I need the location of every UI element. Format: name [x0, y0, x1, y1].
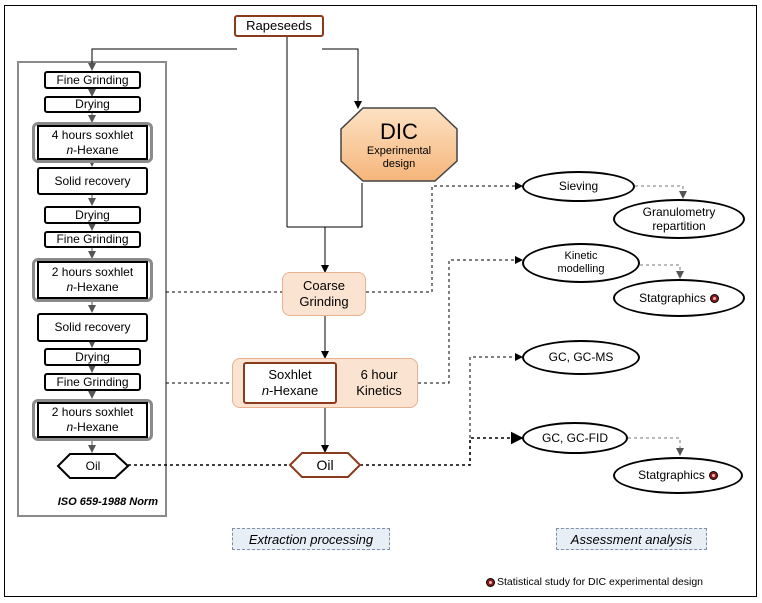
kinetics-line-2: Kinetics — [356, 383, 402, 398]
statgraphics-label-2: Statgraphics — [638, 468, 705, 483]
statistical-marker-icon — [709, 293, 719, 303]
soxhlet-center-line-1: Soxhlet — [268, 367, 312, 383]
soxhlet-2h-b-line-2: n-Hexane — [66, 420, 119, 434]
kinetics-line-1: 6 hour — [360, 367, 398, 383]
soxhlet-4h-step: 4 hours soxhlet n-Hexane — [32, 122, 153, 163]
granulometry-line-1: Granulometry — [642, 204, 716, 219]
soxhlet-2h-step-a: 2 hours soxhlet n-Hexane — [32, 258, 153, 302]
feed-lines — [88, 36, 363, 453]
drying-step-3: Drying — [44, 348, 141, 366]
fine-grinding-step-1: Fine Grinding — [44, 71, 141, 89]
kinetic-line-1: Kinetic — [564, 249, 598, 262]
soxhlet-center-line-2: n-Hexane — [261, 383, 319, 398]
gc-ms-node: GC, GC-MS — [522, 340, 640, 375]
gc-fid-node: GC, GC-FID — [522, 422, 628, 454]
kinetics-label: 6 hour Kinetics — [344, 362, 414, 404]
granulometry-node: Granulometry repartition — [613, 199, 745, 239]
sieving-node: Sieving — [522, 171, 635, 202]
drying-step-1: Drying — [44, 96, 141, 113]
coarse-grinding-node: Coarse Grinding — [282, 272, 366, 316]
center-oil-label: Oil — [316, 456, 334, 473]
dic-subtitle-2: design — [382, 158, 416, 171]
soxhlet-4h-line-2: n-Hexane — [66, 142, 119, 157]
footnote-text: Statistical study for DIC experimental d… — [497, 576, 704, 588]
soxhlet-2h-a-line-2: n-Hexane — [66, 280, 119, 294]
diagram-frame — [4, 5, 757, 597]
soxhlet-2h-b-line-1: 2 hours soxhlet — [51, 405, 134, 419]
soxhlet-hexane-box: Soxhlet n-Hexane — [243, 362, 337, 404]
drying-step-2: Drying — [44, 206, 141, 224]
center-oil-hexagon — [288, 452, 362, 478]
dic-octagon — [340, 107, 458, 182]
kinetic-line-2: modelling — [557, 263, 605, 275]
left-oil-hexagon — [56, 453, 130, 479]
dashed-links-secondary — [628, 185, 687, 456]
iso-norm-label: ISO 659-1988 Norm — [57, 496, 158, 509]
left-oil-label: Oil — [85, 458, 101, 473]
extraction-processing-caption: Extraction processing — [232, 528, 390, 550]
solid-recovery-step-1: Solid recovery — [37, 167, 148, 195]
soxhlet-2h-step-b: 2 hours soxhlet n-Hexane — [32, 399, 153, 441]
soxhlet-2h-a-line-1: 2 hours soxhlet — [51, 265, 134, 279]
dic-title: DIC — [380, 118, 418, 144]
solid-recovery-step-2: Solid recovery — [37, 313, 148, 342]
statistical-marker-icon — [486, 577, 495, 587]
assessment-analysis-caption: Assessment analysis — [556, 528, 707, 550]
statistical-marker-icon — [708, 471, 718, 480]
dashed-links-right — [360, 182, 524, 466]
fine-grinding-step-3: Fine Grinding — [44, 373, 141, 391]
coarse-grinding-line-2: Grinding — [299, 294, 349, 309]
granulometry-line-2: repartition — [652, 219, 706, 233]
dashed-links-left — [128, 291, 290, 466]
dic-subtitle-1: Experimental — [366, 145, 432, 157]
rapeseeds-node: Rapeseeds — [234, 15, 324, 37]
dic-node: DIC Experimental design — [341, 110, 457, 180]
statgraphics-node-1: Statgraphics — [613, 279, 745, 317]
fine-grinding-step-2: Fine Grinding — [44, 231, 141, 248]
statgraphics-label-1: Statgraphics — [639, 290, 706, 305]
coarse-grinding-line-1: Coarse — [303, 278, 345, 294]
statgraphics-node-2: Statgraphics — [613, 457, 743, 494]
soxhlet-4h-line-1: 4 hours soxhlet — [51, 127, 134, 142]
footnote: Statistical study for DIC experimental d… — [486, 574, 703, 590]
kinetic-modelling-node: Kinetic modelling — [522, 243, 640, 283]
